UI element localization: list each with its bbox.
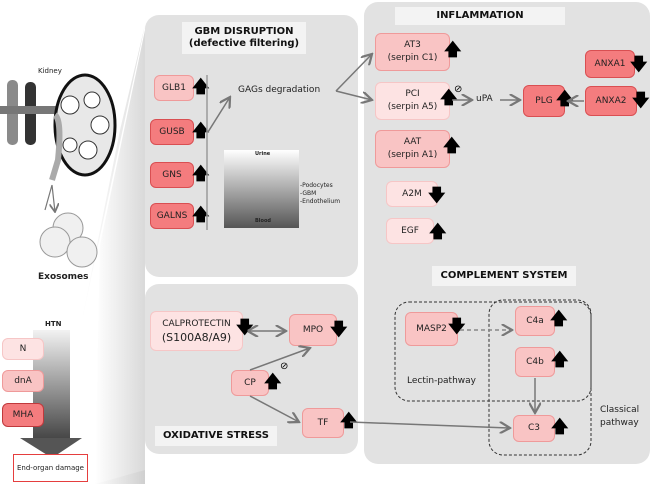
up-arrow-icon: 🡅: [192, 205, 210, 225]
inhibit-icon: ⊘: [454, 84, 463, 95]
lectin-pathway-label: Lectin-pathway: [407, 376, 476, 386]
classical-pathway-label-1: Classical: [600, 405, 640, 415]
htn-label: HTN: [45, 320, 62, 328]
pci-label: PCI: [405, 89, 420, 99]
up-arrow-icon: 🡅: [192, 164, 210, 184]
node-mpo: MPO: [289, 314, 337, 346]
gene-gns: GNS: [150, 162, 194, 188]
endothelium-label: -Endothelium: [300, 198, 341, 205]
node-pci: PCI (serpin A5): [375, 82, 450, 120]
podocytes-label: -Podocytes: [300, 182, 333, 189]
node-cp: CP: [231, 370, 269, 396]
down-arrow-icon: 🡇: [448, 317, 466, 337]
down-arrow-icon: 🡇: [428, 186, 446, 206]
up-arrow-icon: 🡅: [444, 40, 462, 60]
lectin-pathway-region: [394, 301, 592, 402]
pci-sublabel: (serpin A5): [387, 102, 438, 112]
end-organ-damage-box: End-organ damage: [13, 454, 88, 482]
node-masp2: MASP2: [405, 312, 458, 346]
node-anxa2: ANXA2: [585, 86, 637, 116]
up-arrow-icon: 🡅: [551, 350, 569, 370]
wedge-shade-2: [95, 30, 145, 484]
calprotectin-sublabel: (S100A8/A9): [161, 331, 232, 344]
group-mha: MHA: [2, 403, 44, 427]
up-arrow-icon: 🡅: [192, 121, 210, 141]
gbm-title-line2: (defective filtering): [188, 38, 300, 49]
blood-label: Blood: [255, 218, 271, 224]
urine-label: Urine: [255, 151, 271, 157]
kidney-label: Kidney: [38, 67, 62, 75]
node-at3: AT3 (serpin C1): [375, 33, 450, 71]
up-arrow-icon: 🡅: [551, 417, 569, 437]
exosome-icon: [39, 226, 71, 258]
node-c4b: C4b: [515, 347, 555, 377]
group-n: N: [2, 338, 44, 360]
cp-to-tf-arrow: [249, 395, 299, 422]
upa-label: uPA: [476, 94, 493, 104]
up-arrow-icon: 🡅: [443, 136, 461, 156]
gags-to-at3-arrow: [335, 54, 372, 92]
node-c4a: C4a: [515, 306, 555, 336]
exosomes-label: Exosomes: [38, 272, 89, 282]
htn-arrow-head: [20, 438, 82, 458]
node-aat: AAT (serpin A1): [375, 130, 450, 168]
inflammation-title: INFLAMMATION: [395, 7, 565, 25]
aat-label: AAT: [403, 137, 422, 147]
node-egf: EGF: [386, 218, 434, 244]
node-c3: C3: [513, 415, 555, 442]
up-arrow-icon: 🡅: [440, 88, 458, 108]
gbm-title-line1: GBM DISRUPTION: [194, 26, 294, 37]
aat-sublabel: (serpin A1): [387, 150, 438, 160]
exosome-icon: [66, 236, 98, 268]
renal-vessel: [0, 106, 60, 114]
at3-label: AT3: [404, 40, 421, 50]
oxidative-stress-title: OXIDATIVE STRESS: [155, 426, 277, 446]
down-arrow-icon: 🡇: [330, 320, 348, 340]
complement-title: COMPLEMENT SYSTEM: [432, 266, 576, 286]
genes-to-gags-arrow: [207, 97, 230, 133]
node-plg: PLG: [523, 85, 565, 117]
at3-sublabel: (serpin C1): [387, 53, 438, 63]
node-calprotectin: CALPROTECTIN (S100A8/A9): [150, 311, 243, 351]
gbm-disruption-panel: [145, 15, 358, 277]
group-dna: dnA: [2, 370, 44, 392]
down-arrow-icon: 🡇: [630, 55, 648, 75]
up-arrow-icon: 🡅: [192, 77, 210, 97]
gene-galns: GALNS: [150, 203, 194, 229]
up-arrow-icon: 🡅: [550, 309, 568, 329]
inhibit-icon: ⊘: [280, 361, 289, 372]
down-arrow-icon: 🡇: [632, 91, 650, 111]
gags-degradation-label: GAGs degradation: [238, 85, 321, 95]
calprotectin-label: CALPROTECTIN: [162, 319, 231, 329]
gbm-layer-label: -GBM: [300, 190, 317, 197]
up-arrow-icon: 🡅: [429, 222, 447, 242]
gbm-title: GBM DISRUPTION (defective filtering): [182, 22, 306, 54]
classical-pathway-label-2: pathway: [600, 418, 639, 428]
node-anxa1: ANXA1: [585, 50, 635, 78]
cp-to-mpo-arrow: [249, 348, 310, 371]
node-tf: TF: [302, 408, 344, 438]
gene-glb1: GLB1: [154, 75, 194, 101]
up-arrow-icon: 🡅: [340, 411, 358, 431]
glomerular-filter-image: [224, 150, 299, 228]
gags-to-pci-arrow: [335, 90, 372, 100]
classical-pathway-region: [488, 299, 592, 456]
gene-gusb: GUSB: [150, 119, 194, 145]
up-arrow-icon: 🡅: [264, 372, 282, 392]
node-a2m: A2M: [386, 181, 438, 207]
tf-to-c3-arrow: [349, 421, 510, 428]
